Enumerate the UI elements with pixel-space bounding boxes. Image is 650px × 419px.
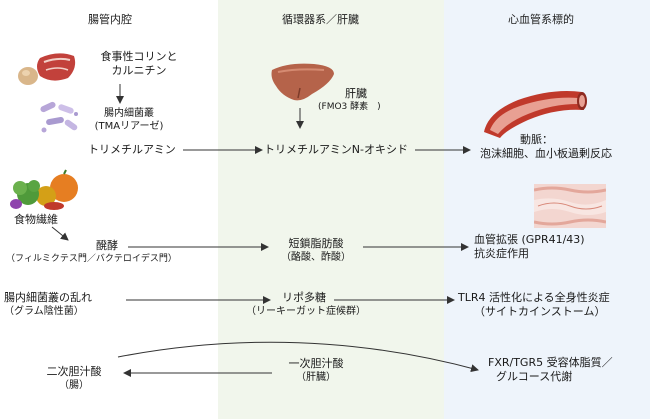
fermentation-phyla-label: （フィルミクテス門／バクテロイデス門） bbox=[6, 254, 177, 264]
arrow-fiber-to-ferment bbox=[51, 226, 69, 241]
primary-bile-acid-label: 一次胆汁酸 （肝臓） bbox=[288, 357, 344, 383]
arrow-curved-to-fxr bbox=[117, 341, 479, 373]
gut-bacteria-label: 腸内細菌叢 (TMAリアーゼ) bbox=[94, 108, 164, 132]
meat-egg-icon bbox=[18, 53, 76, 85]
artery-label: 動脈： bbox=[520, 133, 553, 146]
secondary-bile-acid-label: 二次胆汁酸 （腸） bbox=[46, 365, 102, 391]
dysbiosis-label: 腸内細菌叢の乱れ （グラム陰性菌） bbox=[4, 291, 92, 317]
header-gut: 腸管内腔 bbox=[88, 13, 132, 26]
bacteria-icon bbox=[40, 101, 78, 133]
liver-organ-label: 肝臓 bbox=[345, 87, 367, 100]
vegetables-icon bbox=[10, 169, 78, 210]
artery-icon bbox=[484, 91, 587, 138]
fermentation-label: 醗酵 bbox=[96, 239, 118, 252]
scfa-label: 短鎖脂肪酸 （酪酸、酢酸） bbox=[281, 237, 351, 263]
artery-effects-label: 泡沫細胞、血小板過剰反応 bbox=[480, 147, 612, 160]
vasodilation-label: 血管拡張 (GPR41/43) 抗炎症作用 bbox=[474, 233, 585, 260]
dietary-fiber-label: 食物繊維 bbox=[14, 213, 58, 226]
fxr-tgr5-label: FXR/TGR5 受容体脂質／ グルコース代謝 bbox=[488, 356, 613, 383]
panel-gut-lumen bbox=[0, 0, 218, 419]
tmao-label: トリメチルアミンN-オキシド bbox=[264, 143, 408, 156]
vessel-tissue-icon bbox=[534, 184, 606, 228]
tma-label: トリメチルアミン bbox=[88, 143, 176, 156]
choline-carnitine-label: 食事性コリンと カルニチン bbox=[100, 50, 178, 77]
lps-label: リポ多糖 （リーキーガット症候群） bbox=[246, 291, 366, 317]
liver-icon bbox=[271, 63, 334, 101]
fmo3-enzyme-label: (FMO3 酵素 ) bbox=[318, 102, 381, 112]
header-heart: 心血管系標的 bbox=[508, 13, 574, 26]
header-liver: 循環器系／肝臓 bbox=[282, 13, 359, 26]
tlr4-inflammation-label: TLR4 活性化による全身性炎症 （サイトカインストーム） bbox=[458, 291, 610, 318]
